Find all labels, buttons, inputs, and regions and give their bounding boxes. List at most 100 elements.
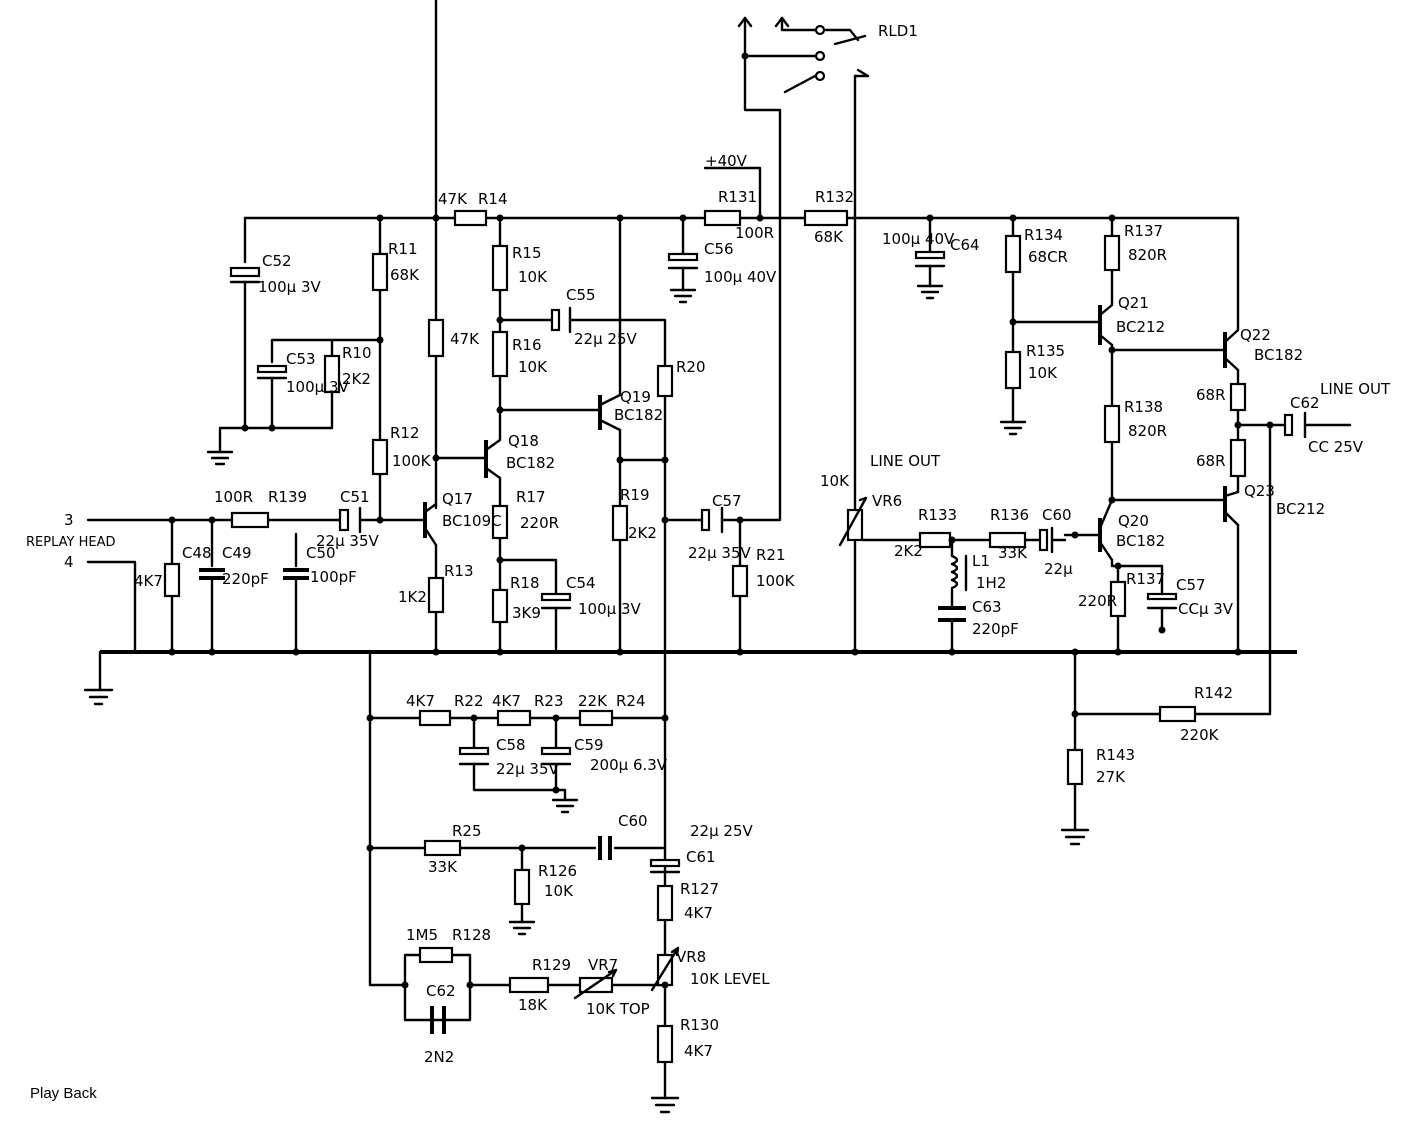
resistor-R68a xyxy=(1229,382,1247,412)
resistors-R24-name-label: R24 xyxy=(616,692,646,710)
resistors-R138-value-label: 820R xyxy=(1128,422,1167,440)
transistor-Q19 xyxy=(598,393,622,432)
resistors-R136-name-label: R136 xyxy=(990,506,1029,524)
inductor-value-label: 1H2 xyxy=(976,574,1006,592)
resistors-R135-name-label: R135 xyxy=(1026,342,1065,360)
transistor-Q17 xyxy=(423,0,438,547)
supply-label: +40V xyxy=(705,152,748,170)
transistors-Q21-name-label: Q21 xyxy=(1118,294,1149,312)
ground-icon xyxy=(650,1096,680,1114)
resistors-R18-value-label: 3K9 xyxy=(512,604,541,622)
resistors-R19-value-label: 2K2 xyxy=(628,524,657,542)
resistors-R128-value-label: 1M5 xyxy=(406,926,438,944)
capacitors-C52-value-label: 100µ 3V xyxy=(258,278,321,296)
capacitors-C48-name-label: C48 xyxy=(182,544,212,562)
pots-VR7-value-label: 10K TOP xyxy=(586,1000,650,1018)
resistors-R139-value-label: 100R xyxy=(214,488,253,506)
resistors-R143-name-label: R143 xyxy=(1096,746,1135,764)
resistors-R137-name-label: R137 xyxy=(1124,222,1163,240)
resistors-R15-value-label: 10K xyxy=(518,268,548,286)
resistors-R12-name-label: R12 xyxy=(390,424,420,442)
resistors-R126-value-label: 10K xyxy=(544,882,574,900)
resistors-R16-value-label: 10K xyxy=(518,358,548,376)
resistors-R134-name-label: R134 xyxy=(1024,226,1063,244)
resistors-R_Q20e-value-label: 220R xyxy=(1078,592,1117,610)
resistor-R142 xyxy=(1158,705,1197,723)
resistors-R21-value-label: 100K xyxy=(756,572,796,590)
ground-icon xyxy=(551,798,579,814)
transistor-Q21 xyxy=(1098,303,1114,347)
capacitors-C56-name-label: C56 xyxy=(704,240,734,258)
resistor-R138 xyxy=(1103,404,1121,444)
relay-label: RLD1 xyxy=(878,22,918,40)
resistors-R142-value-label: 220K xyxy=(1180,726,1220,744)
resistors-R142-name-label: R142 xyxy=(1194,684,1233,702)
transistor-Q20 xyxy=(1098,498,1114,562)
ground-icon xyxy=(1060,828,1090,846)
ground-icon xyxy=(83,650,114,706)
junction-dots xyxy=(168,52,1274,989)
capacitors-C60b-name-label: C60 xyxy=(618,812,648,830)
input-pin-3: 3 xyxy=(64,511,74,529)
resistors-R21-name-label: R21 xyxy=(756,546,786,564)
pots-VR8-name-label: VR8 xyxy=(676,948,706,966)
capacitor-C62 xyxy=(1283,411,1307,439)
input-name: REPLAY HEAD xyxy=(26,535,115,550)
resistors-R10-name-label: R10 xyxy=(342,344,372,362)
line-out-label-2: LINE OUT xyxy=(1320,380,1391,398)
resistor-R14 xyxy=(453,209,488,227)
transistors-Q17-name-label: Q17 xyxy=(442,490,473,508)
capacitors-C52-name-label: C52 xyxy=(262,252,292,270)
resistors-R14-name-label: R14 xyxy=(478,190,508,208)
capacitor-C53 xyxy=(256,364,288,380)
capacitor-C60 xyxy=(1038,526,1054,554)
resistors-R133-name-label: R133 xyxy=(918,506,957,524)
resistors-R139-name-label: R139 xyxy=(268,488,307,506)
resistor-R139 xyxy=(230,511,270,529)
resistor-R10 xyxy=(323,354,341,394)
capacitors-C55-name-label: C55 xyxy=(566,286,596,304)
capacitors-C49-value-label: 220pF xyxy=(222,570,269,588)
resistors-R127-value-label: 4K7 xyxy=(684,904,713,922)
resistor-R18 xyxy=(491,588,509,624)
resistors-R23-name-label: R23 xyxy=(534,692,564,710)
input-pin-4: 4 xyxy=(64,553,74,571)
resistor-R20 xyxy=(656,364,674,398)
capacitor-C63 xyxy=(938,606,966,622)
inductor-name-label: L1 xyxy=(972,552,990,570)
resistor-R143 xyxy=(1066,748,1084,786)
capacitor-C49 xyxy=(199,568,225,580)
resistor-R21 xyxy=(731,564,749,598)
resistors-R134-value-label: 68CR xyxy=(1028,248,1068,266)
transistors-Q19-type-label: BC182 xyxy=(614,406,663,424)
capacitors-C64-value-label: 100µ 40V xyxy=(882,230,955,248)
resistor-R136 xyxy=(988,531,1027,549)
resistor-R17 xyxy=(491,504,509,540)
resistor-R137 xyxy=(1103,234,1121,272)
capacitors-C51-name-label: C51 xyxy=(340,488,370,506)
ground-icon xyxy=(916,284,944,300)
transistors-Q20-type-label: BC182 xyxy=(1116,532,1165,550)
transistors-Q20-name-label: Q20 xyxy=(1118,512,1149,530)
resistors-R22-name-label: R22 xyxy=(454,692,484,710)
resistors-R132-name-label: R132 xyxy=(815,188,854,206)
potentiometer-VR7 xyxy=(573,968,618,1000)
capacitor-C52 xyxy=(229,266,261,284)
resistors-R18-name-label: R18 xyxy=(510,574,540,592)
capacitors-C58-value-label: 22µ 35V xyxy=(496,760,559,778)
transistors-Q22-type-label: BC182 xyxy=(1254,346,1303,364)
resistors-R22-value-label: 4K7 xyxy=(406,692,435,710)
ground-icon xyxy=(999,420,1027,436)
capacitors-C50-value-label: 100pF xyxy=(310,568,357,586)
capacitor-C51 xyxy=(338,506,362,534)
capacitors-C60-value-label: 22µ xyxy=(1044,560,1073,578)
resistor-R12 xyxy=(371,438,389,476)
resistors-R16-name-label: R16 xyxy=(512,336,542,354)
resistors-R11-value-label: 68K xyxy=(390,266,420,284)
resistors xyxy=(163,209,1247,1064)
resistor-R126 xyxy=(513,868,531,906)
resistors-R10-value-label: 2K2 xyxy=(342,370,371,388)
capacitors-C49-name-label: C49 xyxy=(222,544,252,562)
resistors-R_Q20e-name-label: R137 xyxy=(1126,570,1165,588)
resistors-R25-value-label: 33K xyxy=(428,858,458,876)
